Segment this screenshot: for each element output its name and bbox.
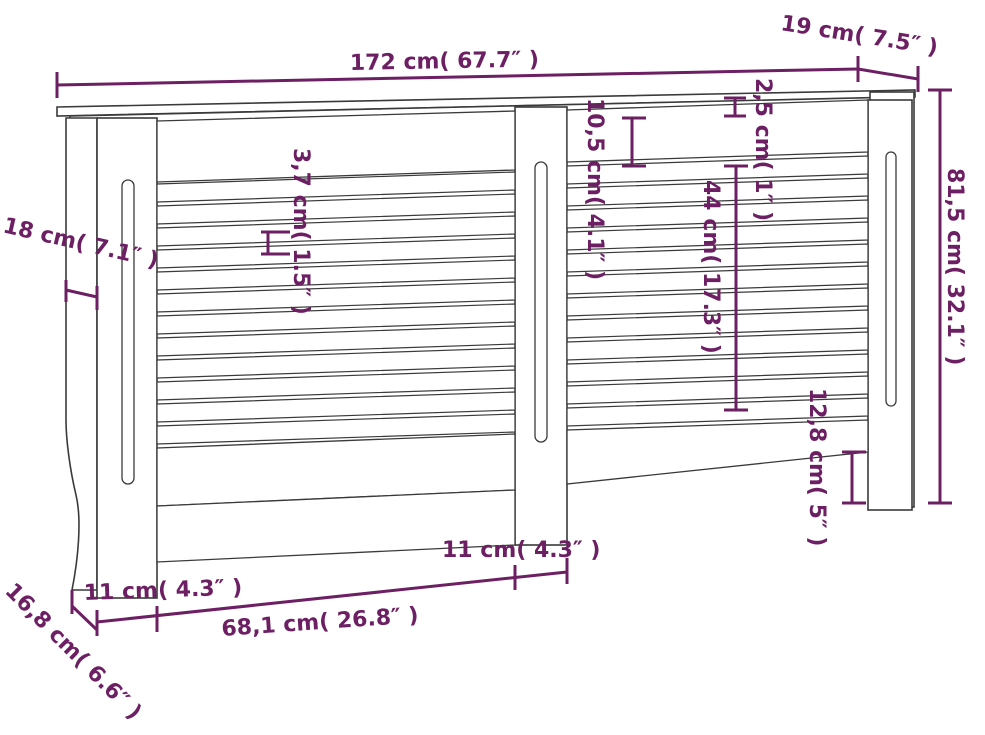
label-leg-width-left: 11 cm( 4.3″ ) (83, 575, 242, 606)
right-top-rail (566, 99, 869, 163)
label-bottom-clearance: 12,8 cm( 5″ ) (804, 388, 829, 546)
label-slat-height: 3,7 cm( 1.5″ ) (288, 148, 313, 315)
middle-leg-slot (534, 161, 548, 443)
right-leg-slot (885, 151, 897, 407)
label-leg-width-mid: 11 cm( 4.3″ ) (442, 538, 600, 563)
label-depth-top: 19 cm( 7.5″ ) (779, 11, 939, 60)
label-top-gap: 10,5 cm( 4.1″ ) (582, 98, 607, 280)
label-top-thickness: 2,5 cm( 1″ ) (750, 78, 775, 221)
right-grille (566, 155, 869, 427)
dimension-lines (55, 56, 952, 636)
right-bottom-rail (566, 419, 869, 485)
left-kick-plate (156, 489, 516, 563)
radiator-cover-drawing (56, 89, 916, 599)
left-grille (156, 171, 516, 445)
top-board (56, 89, 916, 117)
label-height: 81,5 cm( 32.1″ ) (942, 168, 967, 365)
label-width: 172 cm( 67.7″ ) (350, 47, 540, 76)
left-top-rail (156, 110, 516, 183)
label-grille-height: 44 cm( 17.3″ ) (698, 180, 723, 354)
left-side-panel (65, 117, 98, 591)
left-leg-slot (121, 179, 135, 485)
label-opening-width: 68,1 cm( 26.8″ ) (221, 603, 420, 642)
